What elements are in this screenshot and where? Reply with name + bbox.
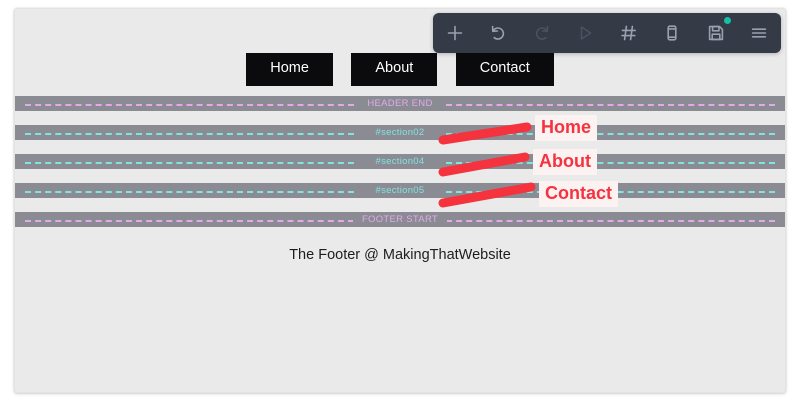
nav-button-home[interactable]: Home: [246, 53, 333, 86]
section-marker-stack: HEADER END #section02 #section04 #sectio…: [15, 96, 785, 241]
toolbar-undo-button[interactable]: [480, 14, 516, 52]
toolbar-save-button[interactable]: [698, 14, 734, 52]
toolbar-preview-button[interactable]: [567, 14, 603, 52]
footer-text: The Footer @ MakingThatWebsite: [289, 247, 511, 263]
section-marker-label: #section02: [366, 127, 434, 138]
toolbar-menu-button[interactable]: [741, 14, 777, 52]
hamburger-menu-icon: [752, 28, 767, 38]
section-marker-section02[interactable]: #section02: [15, 125, 785, 140]
save-floppy-icon: [708, 25, 723, 41]
preview-play-icon: [580, 26, 592, 40]
page-preview-frame: Home About Contact HEADER END #section02…: [14, 8, 786, 393]
section-marker-label: #section04: [366, 156, 434, 167]
mobile-icon: [667, 25, 677, 41]
section-marker-label: HEADER END: [358, 98, 442, 109]
undo-icon: [492, 25, 505, 40]
redo-icon: [535, 25, 548, 40]
editor-toolbar: [433, 13, 781, 53]
toolbar-mobile-button[interactable]: [654, 14, 690, 52]
site-navigation: Home About Contact: [15, 53, 785, 86]
toolbar-add-button[interactable]: [437, 14, 473, 52]
save-unsaved-badge-icon: [723, 17, 731, 24]
toolbar-redo-button[interactable]: [524, 14, 560, 52]
toolbar-anchors-button[interactable]: [611, 14, 647, 52]
section-marker-label: #section05: [366, 185, 434, 196]
hash-icon: [620, 25, 636, 41]
section-marker-label: FOOTER START: [352, 214, 448, 225]
section-marker-section04[interactable]: #section04: [15, 154, 785, 169]
nav-button-about[interactable]: About: [351, 53, 438, 86]
section-marker-section05[interactable]: #section05: [15, 183, 785, 198]
nav-button-contact[interactable]: Contact: [455, 53, 554, 86]
plus-icon: [447, 25, 463, 41]
section-marker-footer-start[interactable]: FOOTER START: [15, 212, 785, 227]
section-marker-header-end[interactable]: HEADER END: [15, 96, 785, 111]
